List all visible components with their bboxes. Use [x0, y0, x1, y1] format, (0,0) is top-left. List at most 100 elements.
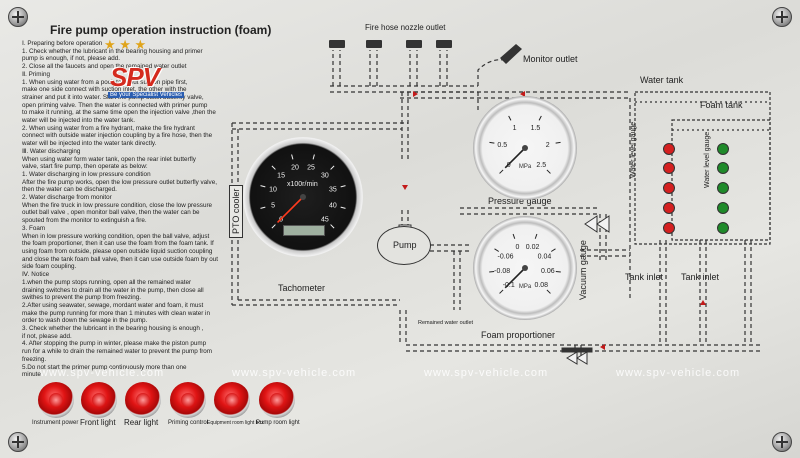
- instrument-power-label: Instrument power: [32, 420, 79, 426]
- instruction-line: order to wash down the sewage in the pum…: [22, 317, 148, 325]
- tank-inlet-label: Tank inlet: [625, 272, 664, 282]
- instruction-line: water will be injected into the water ta…: [22, 117, 136, 125]
- vacuum-gauge-tick-label: 0: [515, 244, 519, 251]
- pressure-gauge-tick: [508, 115, 512, 121]
- water-level-indicator: [663, 143, 675, 155]
- screw-icon: [8, 432, 28, 452]
- water-level-indicator: [663, 202, 675, 214]
- tachometer-tick-label: 25: [307, 165, 315, 172]
- instruction-line: the foam proportioner, then it can use t…: [22, 240, 214, 248]
- instruction-line: 2. When using water from a fire hydrant,…: [22, 124, 195, 132]
- screw-icon: [772, 432, 792, 452]
- pressure-gauge-tick-label: 2.5: [536, 162, 546, 169]
- vacuum-gauge-tick-label: 0.06: [541, 268, 555, 275]
- priming-control-switch[interactable]: [170, 382, 206, 418]
- tachometer-tick: [271, 165, 276, 170]
- instruction-line: connect with outside water injection cou…: [22, 132, 213, 140]
- water-level-indicator: [663, 162, 675, 174]
- tachometer-tick: [271, 224, 276, 229]
- vacuum-gauge-unit: MPa: [519, 284, 532, 290]
- instruction-line: freezing.: [22, 355, 47, 363]
- tachometer-tick-label: 15: [277, 173, 285, 180]
- screw-icon: [772, 7, 792, 27]
- rear-light-switch[interactable]: [125, 382, 161, 418]
- tachometer-tick-label: 20: [291, 165, 299, 172]
- spv-logo: SPV Be your Specialist Vehicles: [108, 62, 186, 98]
- pressure-gauge-tick: [546, 169, 551, 174]
- front-light-label: Front light: [80, 418, 116, 427]
- tachometer-tick: [340, 206, 346, 209]
- tachometer-tick: [340, 185, 346, 188]
- pressure-gauge-tick: [555, 141, 561, 144]
- water-level-gauge-label: Water level gauge: [704, 131, 711, 188]
- logo-text: SPV: [110, 62, 160, 92]
- rear-light-label: Rear light: [124, 418, 159, 427]
- pump-room-light-switch[interactable]: [259, 382, 295, 418]
- vacuum-gauge-tick: [494, 248, 500, 252]
- instruction-line: make one side connect with suction inlet…: [22, 86, 187, 94]
- instruction-line: spouted from the monitor to extinguish a…: [22, 217, 147, 225]
- pressure-gauge-label: Pressure gauge: [488, 196, 552, 206]
- pto-cooler-label: PTO cooler: [229, 184, 243, 238]
- tachometer-tick-label: 10: [269, 186, 277, 193]
- instruction-line: open priming valve. Then the water is co…: [22, 101, 208, 109]
- instruction-line: 1. When using water from a pool, take ou…: [22, 78, 188, 86]
- tachometer-label: Tachometer: [278, 283, 326, 293]
- pump-room-light-label: Pump room light: [256, 420, 300, 426]
- tachometer-tick: [291, 154, 294, 160]
- pressure-gauge-hub: [522, 145, 528, 151]
- watermark-text: www.spv-vehicle.com: [424, 367, 549, 379]
- instruction-line: Ⅱ. Priming: [22, 70, 50, 78]
- tachometer-tick: [260, 206, 266, 209]
- vacuum-gauge-label: Vacuum gauge: [578, 240, 588, 300]
- watermark-text: www.spv-vehicle.com: [232, 367, 357, 379]
- pressure-gauge-tick: [489, 141, 495, 144]
- page-title: Fire pump operation instruction (foam): [50, 23, 272, 37]
- tachometer-tick-label: 45: [321, 216, 329, 223]
- instruction-line: 5.Do not start the primer pump continuou…: [22, 363, 187, 371]
- pressure-gauge-needle: [504, 147, 526, 169]
- front-light-switch[interactable]: [81, 382, 117, 418]
- instruction-line: to make it running, at the same time ope…: [22, 109, 216, 117]
- vacuum-gauge-hub: [522, 265, 528, 271]
- vacuum-gauge-tick: [546, 289, 551, 294]
- instruction-line: Ⅳ. Notice: [22, 271, 50, 279]
- instruction-line: if not, please add.: [22, 332, 72, 340]
- vacuum-gauge-tick-label: 0.04: [538, 253, 552, 260]
- instruction-line: pump is enough, if not, please add.: [22, 55, 121, 63]
- tachometer-gauge: 051015202530354045 x100r/min: [243, 137, 363, 257]
- instruction-line: 1.when the pump stops running, open all …: [22, 278, 192, 286]
- fire-hose-nozzle-outlet-label: Fire hose nozzle outlet: [365, 23, 446, 32]
- equipment-room-light-box-switch[interactable]: [214, 382, 250, 418]
- foam-level-indicator: [717, 162, 729, 174]
- instruction-line: make the pump running for more than 1 mi…: [22, 309, 210, 317]
- instruction-line: water will be injected into the water ta…: [22, 140, 157, 148]
- watermark-text: www.spv-vehicle.com: [40, 367, 165, 379]
- instruction-line: side foam coupling.: [22, 263, 77, 271]
- foam-tank-label: Foam tank: [700, 100, 743, 110]
- vacuum-gauge-tick-label: -0.08: [494, 268, 510, 275]
- pressure-gauge-tick: [538, 115, 542, 121]
- tachometer-tick-label: 35: [329, 186, 337, 193]
- instrument-power-switch[interactable]: [38, 382, 74, 418]
- logo-tagline: Be your Specialist Vehicles: [108, 92, 185, 98]
- watermark: www.spv-vehicle.com www.spv-vehicle.com …: [0, 367, 800, 381]
- instruction-line: using foam from outside, please open out…: [22, 247, 213, 255]
- instruction-line: and close the tank foam ball valve, then…: [22, 255, 219, 263]
- instruction-line: Ⅲ. Water discharging: [22, 147, 81, 155]
- vacuum-gauge-tick: [550, 248, 556, 252]
- instruction-line: When using water form water tank, open t…: [22, 155, 196, 163]
- vacuum-gauge-tick: [555, 270, 561, 273]
- watermark-text: www.spv-vehicle.com: [616, 367, 741, 379]
- vacuum-gauge-tick: [534, 233, 538, 239]
- instruction-line: 2. Water discharge from monitor: [22, 194, 112, 202]
- instruction-line: 1. Check whether the lubricant in the be…: [22, 47, 203, 55]
- tachometer-tick-label: 5: [271, 203, 275, 210]
- vacuum-gauge-tick-label: -0.06: [498, 253, 514, 260]
- tachometer-tick-label: 40: [329, 203, 337, 210]
- instruction-line: After the fire pump works, open the low …: [22, 178, 217, 186]
- pressure-gauge-tick-label: 1.5: [531, 125, 541, 132]
- instruction-line: run for a while to drain the remained wa…: [22, 348, 213, 356]
- tachometer-hub: [300, 194, 306, 200]
